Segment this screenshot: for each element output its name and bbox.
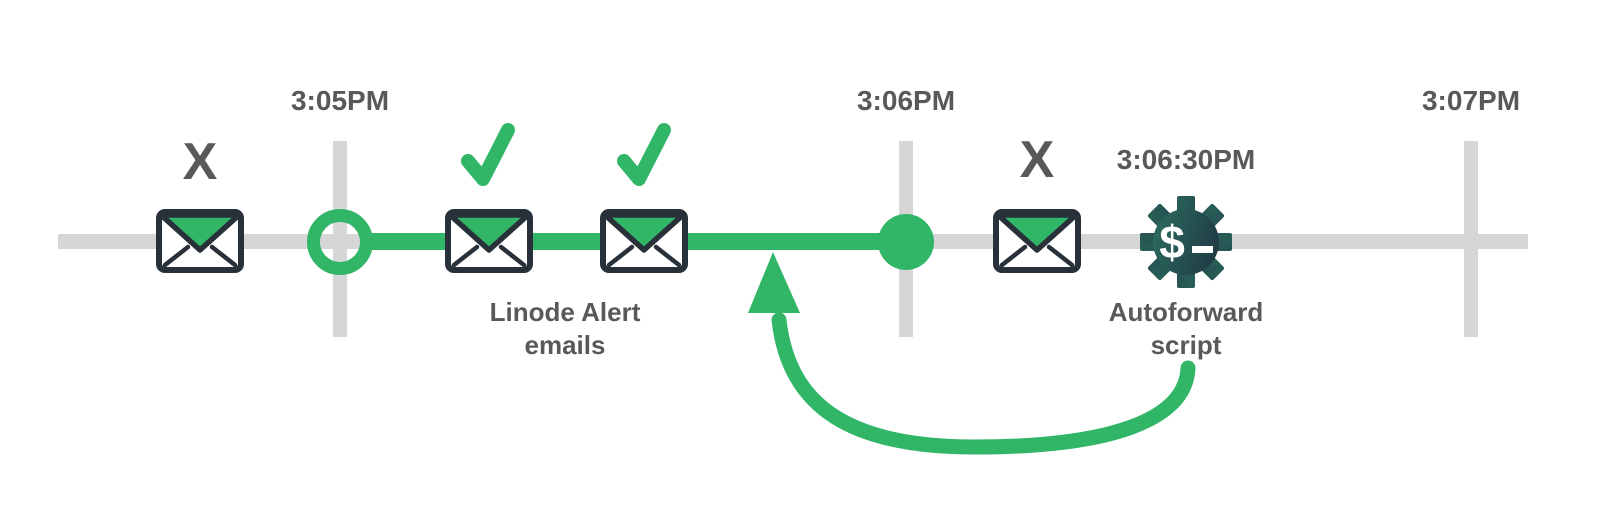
alert-emails-label-line2: emails — [524, 330, 606, 360]
envelope-icon — [600, 209, 688, 273]
time-label-3-07pm: 3:07PM — [1421, 85, 1521, 116]
alert-emails-label: Linode Alert emails — [490, 296, 641, 362]
checkmark-icon — [617, 123, 671, 186]
loop-arrow-icon — [748, 252, 1196, 455]
prompt-dash — [1192, 246, 1213, 253]
x-mark-failed-email-2: X — [1019, 131, 1055, 189]
script-time-label: 3:06:30PM — [1116, 144, 1256, 175]
gear-body — [1140, 196, 1232, 288]
autoforward-label-line2: script — [1150, 330, 1222, 360]
alert-emails-label-line1: Linode Alert — [489, 297, 641, 327]
envelope-icon — [445, 209, 533, 273]
gear-dollar-icon: $ — [1140, 196, 1232, 288]
envelope-icon — [993, 209, 1081, 273]
autoforward-label: Autoforward script — [1109, 296, 1264, 362]
dollar-glyph: $ — [1159, 216, 1185, 268]
autoforward-label-line1: Autoforward — [1108, 297, 1264, 327]
checkmark-icon — [461, 123, 515, 186]
interval-end-dot-icon — [878, 214, 934, 270]
time-label-3-05pm: 3:05PM — [290, 85, 390, 116]
envelope-icon — [156, 209, 244, 273]
interval-start-circle-icon — [307, 209, 373, 275]
time-label-3-06pm: 3:06PM — [856, 85, 956, 116]
x-mark-failed-email-1: X — [182, 133, 218, 191]
tick-3-07pm — [1464, 141, 1478, 337]
